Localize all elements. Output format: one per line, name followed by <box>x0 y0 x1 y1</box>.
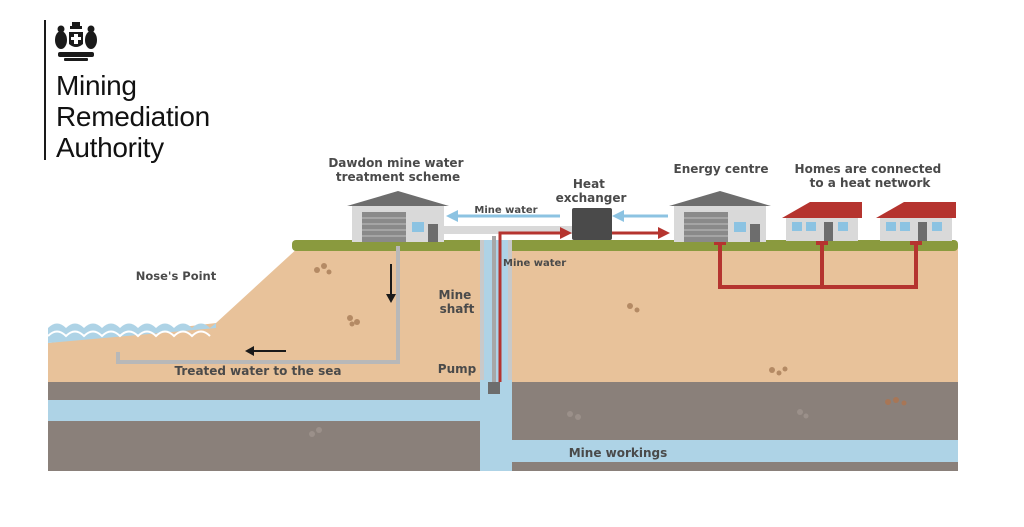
heat-network-pipes <box>718 240 918 289</box>
rock-layer-upper-left <box>48 382 480 400</box>
sea-wave-line <box>47 330 211 338</box>
rock-layer-lower-left <box>48 421 480 471</box>
label-energy-centre: Energy centre <box>674 162 769 176</box>
mine-water-band-left <box>48 400 480 421</box>
home-house-2 <box>876 202 956 241</box>
seaward-arrowhead <box>245 346 254 356</box>
label-mine-water-top: Mine water <box>474 205 537 216</box>
label-pump: Pump <box>438 362 477 376</box>
treated-water-pipe <box>116 246 400 364</box>
mine-shaft-wall-right <box>508 240 512 380</box>
mine-workings-band <box>512 440 958 462</box>
brand-name-line-3: Authority <box>56 132 164 163</box>
pump-icon <box>488 382 500 394</box>
heat-exchanger-unit <box>572 208 612 240</box>
cold-pipe-to-building <box>422 226 572 234</box>
rock-layer-right <box>512 382 958 440</box>
arrowhead-cold-left-2 <box>612 210 624 222</box>
label-homes: Homes are connected to a heat network <box>795 162 946 190</box>
brand-divider <box>44 20 46 160</box>
label-mine-water-shaft: Mine water <box>503 258 566 269</box>
hot-pipe-cap-1 <box>714 240 726 245</box>
label-heat-exchanger: Heat exchanger <box>556 177 627 205</box>
brand-name: Mining Remediation Authority <box>56 70 210 163</box>
shaft-pipe <box>492 236 496 382</box>
label-treatment-scheme: Dawdon mine water treatment scheme <box>328 156 467 184</box>
arrowhead-cold-left <box>446 210 458 222</box>
arrowhead-hot-right-2 <box>658 227 670 239</box>
label-treated-water: Treated water to the sea <box>175 364 342 378</box>
brand-name-line-1: Mining <box>56 70 137 101</box>
mine-shaft-wall-left <box>480 240 484 380</box>
home-house-1 <box>782 202 862 241</box>
label-mine-shaft: Mine shaft <box>439 288 476 316</box>
treatment-building <box>347 191 449 242</box>
energy-centre-building <box>669 191 771 242</box>
arrowhead-hot-right <box>560 227 572 239</box>
label-mine-workings: Mine workings <box>569 446 668 460</box>
hot-pipe-cap-3 <box>910 240 922 245</box>
rock-layer-bottom-right <box>512 462 958 471</box>
rock-pebble-decorations <box>309 397 907 437</box>
grass-strip <box>292 240 958 251</box>
hot-pipe-shaft-to-exchanger <box>498 231 566 382</box>
royal-coat-of-arms-icon <box>55 22 97 61</box>
pebble-decorations <box>314 263 788 376</box>
downflow-arrowhead <box>386 294 396 303</box>
brand-name-line-2: Remediation <box>56 101 210 132</box>
label-noses-point: Nose's Point <box>136 269 217 283</box>
hot-pipe-cap-2 <box>816 240 828 245</box>
